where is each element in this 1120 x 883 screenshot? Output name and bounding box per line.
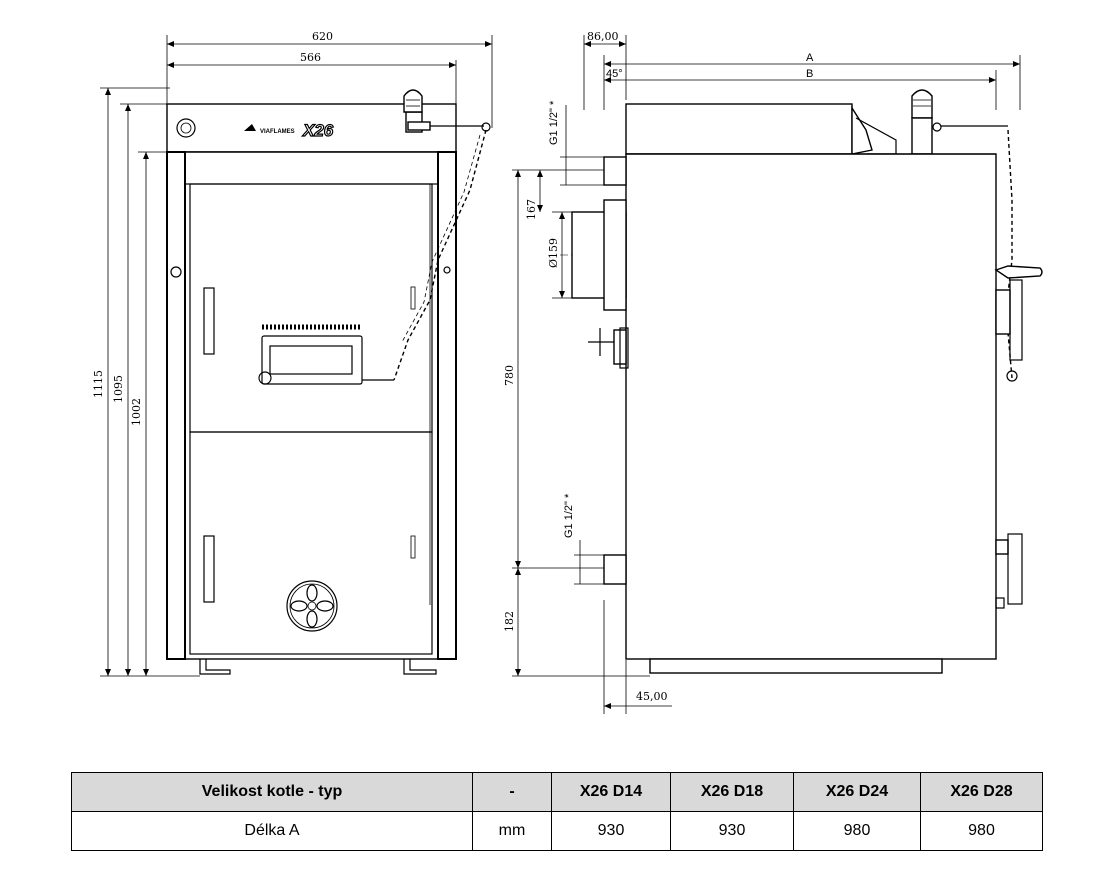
- side-top-casing: [625, 103, 853, 155]
- dim-g-top: G1 1/2" *: [548, 100, 560, 145]
- table-row: Délka A mm 930 930 980 980: [71, 811, 1043, 851]
- table-cell: 980: [793, 811, 921, 851]
- header-cell: X26 D24: [793, 772, 921, 812]
- header-cell: X26 D28: [920, 772, 1043, 812]
- draft-regulator: [403, 89, 491, 133]
- air-intake-rosette: [286, 580, 338, 632]
- water-inlet-bottom: [603, 554, 627, 585]
- side-draft-regulator: [911, 89, 1008, 155]
- header-cell: Velikost kotle - typ: [71, 772, 473, 812]
- water-outlet-top: [603, 156, 627, 186]
- dim-width-total: 620: [312, 30, 333, 43]
- logo-brand: VIAFLAMES: [260, 129, 295, 135]
- header-cell: X26 D18: [670, 772, 794, 812]
- dim-length-a: A: [806, 52, 814, 64]
- front-view: 620 566 1115 1095 1002 VIAFLAMES X26: [92, 30, 493, 677]
- dim-length-b: B: [806, 68, 813, 80]
- table-cell: mm: [472, 811, 552, 851]
- dim-width-body: 566: [300, 51, 321, 64]
- boiler-body: [166, 151, 457, 660]
- table-header-row: Velikost kotle - typ - X26 D14 X26 D18 X…: [71, 772, 1043, 812]
- dim-height-1095: 1095: [112, 375, 125, 403]
- dim-182: 182: [503, 611, 516, 632]
- dim-height-1002: 1002: [130, 398, 143, 426]
- dim-167: 167: [525, 199, 538, 220]
- side-base: [649, 658, 943, 674]
- hinge-knob-left: [170, 266, 182, 278]
- spec-table: Velikost kotle - typ - X26 D14 X26 D18 X…: [71, 772, 1043, 851]
- ash-door-handle: [995, 533, 1023, 609]
- foot-left: [199, 659, 231, 675]
- upper-hinge: [203, 287, 215, 355]
- table-cell: 930: [670, 811, 794, 851]
- table-cell: 980: [920, 811, 1043, 851]
- foot-right: [403, 659, 437, 675]
- side-valve-handle: [588, 327, 629, 369]
- header-cell: -: [472, 772, 552, 812]
- table-cell: 930: [551, 811, 671, 851]
- side-draft-chain: [1005, 129, 1013, 379]
- draft-chain: [393, 129, 487, 381]
- inspection-window: [258, 324, 394, 385]
- side-view: 86,00 A B 45° G1 1/2" * 167 Ø159 780 G1 …: [503, 30, 1043, 714]
- dim-780: 780: [503, 365, 516, 386]
- flame-logo-icon: [244, 124, 256, 131]
- door-handle-lever: [994, 265, 1043, 382]
- dim-bottom-offset: 45,00: [636, 690, 668, 703]
- lower-door: [189, 431, 433, 655]
- dim-height-1115: 1115: [92, 370, 105, 398]
- dim-angle: 45°: [606, 68, 623, 80]
- table-cell: Délka A: [71, 811, 473, 851]
- dim-flue-diameter: Ø159: [547, 238, 560, 268]
- dim-g-bottom: G1 1/2" *: [563, 493, 575, 538]
- header-cell: X26 D14: [551, 772, 671, 812]
- lower-hinge: [203, 535, 215, 603]
- dim-top-offset: 86,00: [587, 30, 619, 43]
- side-boiler-body: [625, 153, 997, 660]
- logo-model: X26: [302, 121, 334, 140]
- technical-drawing: 620 566 1115 1095 1002 VIAFLAMES X26: [92, 30, 1043, 714]
- thermometer-gauge: [176, 118, 196, 138]
